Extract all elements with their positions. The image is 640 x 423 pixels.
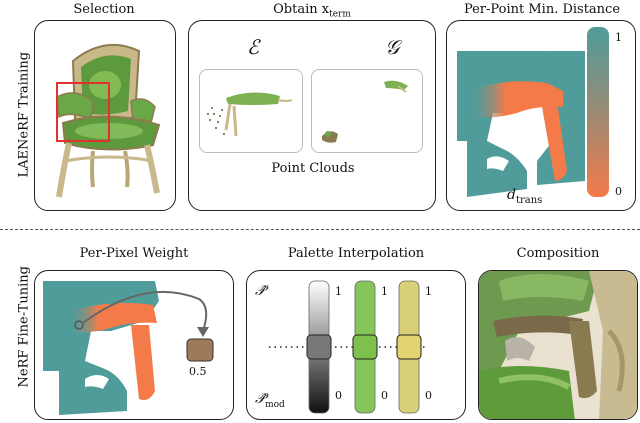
chair-image	[35, 21, 177, 212]
gray-bar-top-label: 1	[335, 285, 342, 298]
colorbar-bottom-label: 0	[615, 185, 622, 198]
label-p-mod: 𝒫̂mod	[255, 391, 285, 410]
label-g: 𝒢	[385, 35, 399, 59]
obtain-panel: ℰ 𝒢 Point Clouds	[188, 20, 436, 211]
label-p-hat: 𝒫̂	[255, 283, 265, 299]
distance-colorbar	[587, 27, 609, 197]
point-clouds-caption: Point Clouds	[189, 161, 437, 176]
point-cloud-e-drawing	[200, 70, 304, 154]
row-label-training: LAENeRF Training	[17, 58, 32, 178]
obtain-title-text: Obtain x	[273, 2, 329, 17]
weight-map	[35, 271, 234, 420]
composition-image	[479, 271, 638, 420]
weight-value-label: 0.5	[189, 365, 207, 378]
weight-panel: 0.5	[34, 270, 234, 420]
distance-panel: 1 0 dtrans	[446, 20, 636, 211]
obtain-title: Obtain xterm	[188, 2, 436, 20]
point-cloud-g-drawing	[312, 70, 424, 154]
label-p-mod-sub: mod	[265, 400, 285, 410]
distance-title: Per-Point Min. Distance	[444, 2, 640, 17]
gray-bar-bottom-label: 0	[335, 389, 342, 402]
label-e: ℰ	[247, 35, 259, 59]
colorbar-top-label: 1	[615, 31, 622, 44]
composition-title: Composition	[478, 246, 638, 261]
point-cloud-g	[311, 69, 423, 153]
d-trans-label-main: d	[507, 187, 516, 203]
obtain-title-sub: term	[329, 10, 351, 20]
point-cloud-e	[199, 69, 303, 153]
green-handle[interactable]	[353, 335, 377, 359]
yellow-bar-bottom-label: 0	[425, 389, 432, 402]
distance-map	[447, 21, 636, 211]
row-label-finetuning: NeRF Fine-Tuning	[17, 268, 32, 388]
label-p-mod-main: 𝒫̂	[255, 391, 265, 407]
selection-title: Selection	[34, 2, 174, 17]
green-bar-bottom-label: 0	[381, 389, 388, 402]
palette-title: Palette Interpolation	[246, 246, 466, 261]
weight-title: Per-Pixel Weight	[34, 246, 234, 261]
d-trans-label-sub: trans	[516, 195, 542, 206]
green-bar-top-label: 1	[381, 285, 388, 298]
weight-swatch	[187, 339, 213, 361]
gray-handle[interactable]	[307, 335, 331, 359]
palette-panel: 𝒫̂ 𝒫̂mod 1 0 1 0 1 0	[246, 270, 466, 420]
d-trans-label: dtrans	[507, 187, 542, 206]
composition-panel	[478, 270, 638, 420]
yellow-bar-top-label: 1	[425, 285, 432, 298]
yellow-handle[interactable]	[397, 335, 421, 359]
selection-panel	[34, 20, 176, 211]
section-divider	[0, 229, 640, 230]
